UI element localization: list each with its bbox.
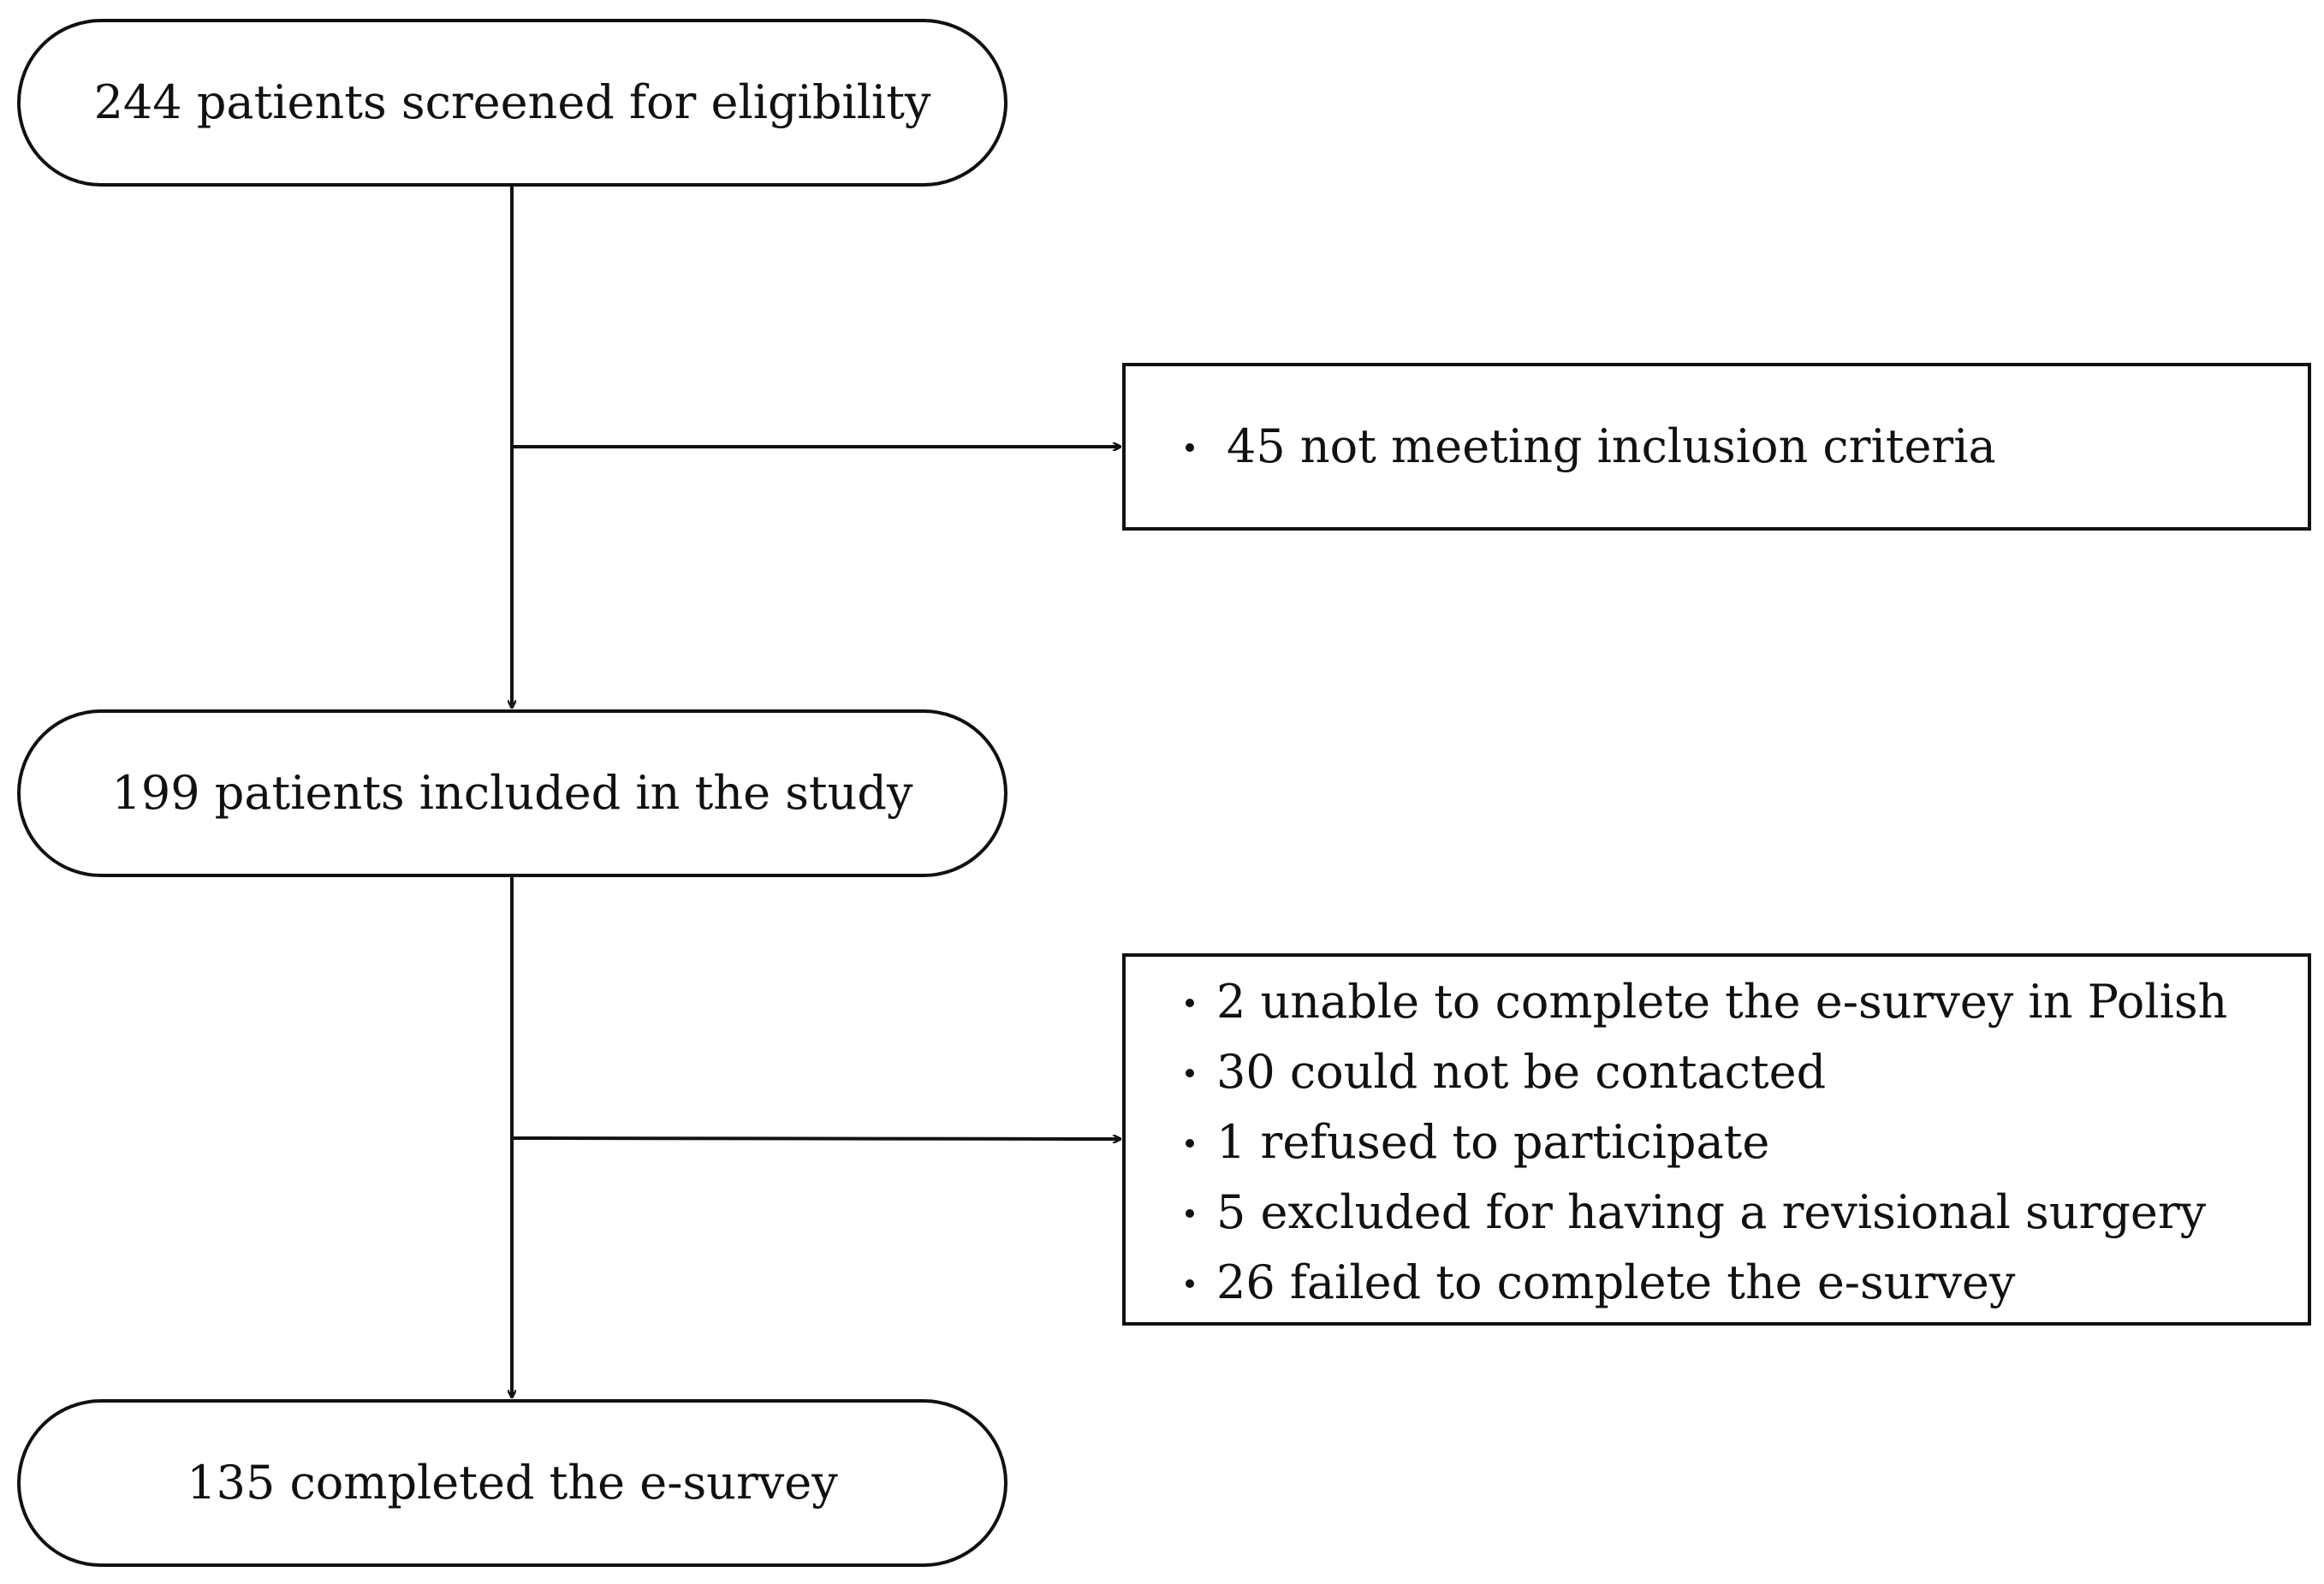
exclusion-item: 1 refused to participate: [1186, 1107, 2308, 1178]
node-completed: 135 completed the e-survey: [17, 1399, 1007, 1567]
node-completed-label: 135 completed the e-survey: [187, 1455, 838, 1510]
node-screened-label: 244 patients screened for eligibility: [93, 74, 931, 129]
exclusion-list-survey: 2 unable to complete the e-survey in Pol…: [1186, 967, 2308, 1318]
exclusion-box-eligibility: 45 not meeting inclusion criteria: [1122, 363, 2311, 531]
exclusion-item: 45 not meeting inclusion criteria: [1186, 412, 1996, 482]
node-included: 199 patients included in the study: [17, 709, 1007, 877]
connector-to-exclusion-two: [511, 1138, 1120, 1139]
node-included-label: 199 patients included in the study: [111, 765, 913, 820]
exclusion-box-survey: 2 unable to complete the e-survey in Pol…: [1122, 953, 2311, 1326]
exclusion-item: 30 could not be contacted: [1186, 1037, 2308, 1107]
exclusion-list-eligibility: 45 not meeting inclusion criteria: [1186, 412, 1996, 482]
exclusion-item: 26 failed to complete the e-survey: [1186, 1248, 2308, 1318]
node-screened: 244 patients screened for eligibility: [17, 19, 1007, 187]
exclusion-item: 5 excluded for having a revisional surge…: [1186, 1178, 2308, 1248]
exclusion-item: 2 unable to complete the e-survey in Pol…: [1186, 967, 2308, 1037]
